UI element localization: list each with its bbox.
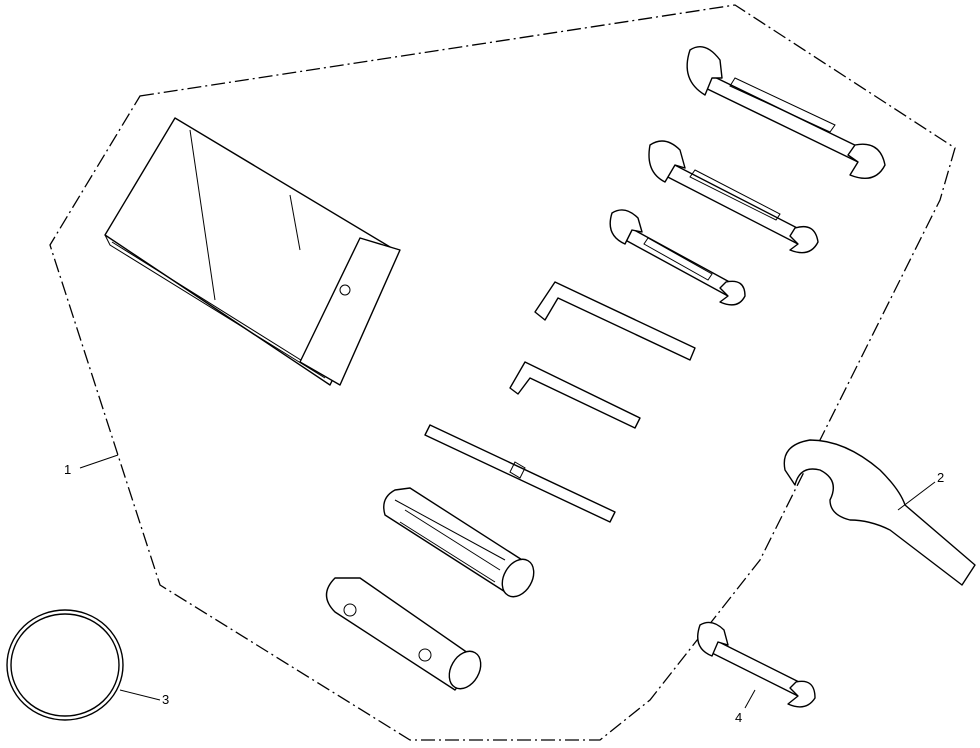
callout-leader-2 bbox=[897, 481, 936, 511]
callout-leader-1 bbox=[79, 454, 119, 469]
callout-leader-3 bbox=[119, 689, 161, 701]
wrench-small bbox=[609, 209, 746, 306]
wrench-item-4 bbox=[697, 621, 816, 708]
callout-label-1: 1 bbox=[64, 462, 71, 477]
retaining-ring bbox=[6, 609, 124, 721]
wrench-medium bbox=[648, 140, 819, 254]
callout-label-2: 2 bbox=[937, 470, 944, 485]
callout-label-3: 3 bbox=[162, 692, 169, 707]
wrench-large bbox=[686, 46, 886, 179]
screwdriver-handle bbox=[383, 487, 535, 598]
hex-key-small bbox=[509, 361, 641, 429]
c-spanner bbox=[783, 439, 976, 586]
callout-label-4: 4 bbox=[735, 710, 742, 725]
hex-key-large bbox=[534, 281, 696, 361]
tool-bag bbox=[104, 117, 401, 386]
box-spanner bbox=[325, 577, 482, 691]
callout-leader-4 bbox=[744, 689, 756, 709]
tool-kit-boundary bbox=[49, 4, 956, 741]
screwdriver-bit bbox=[424, 424, 616, 523]
